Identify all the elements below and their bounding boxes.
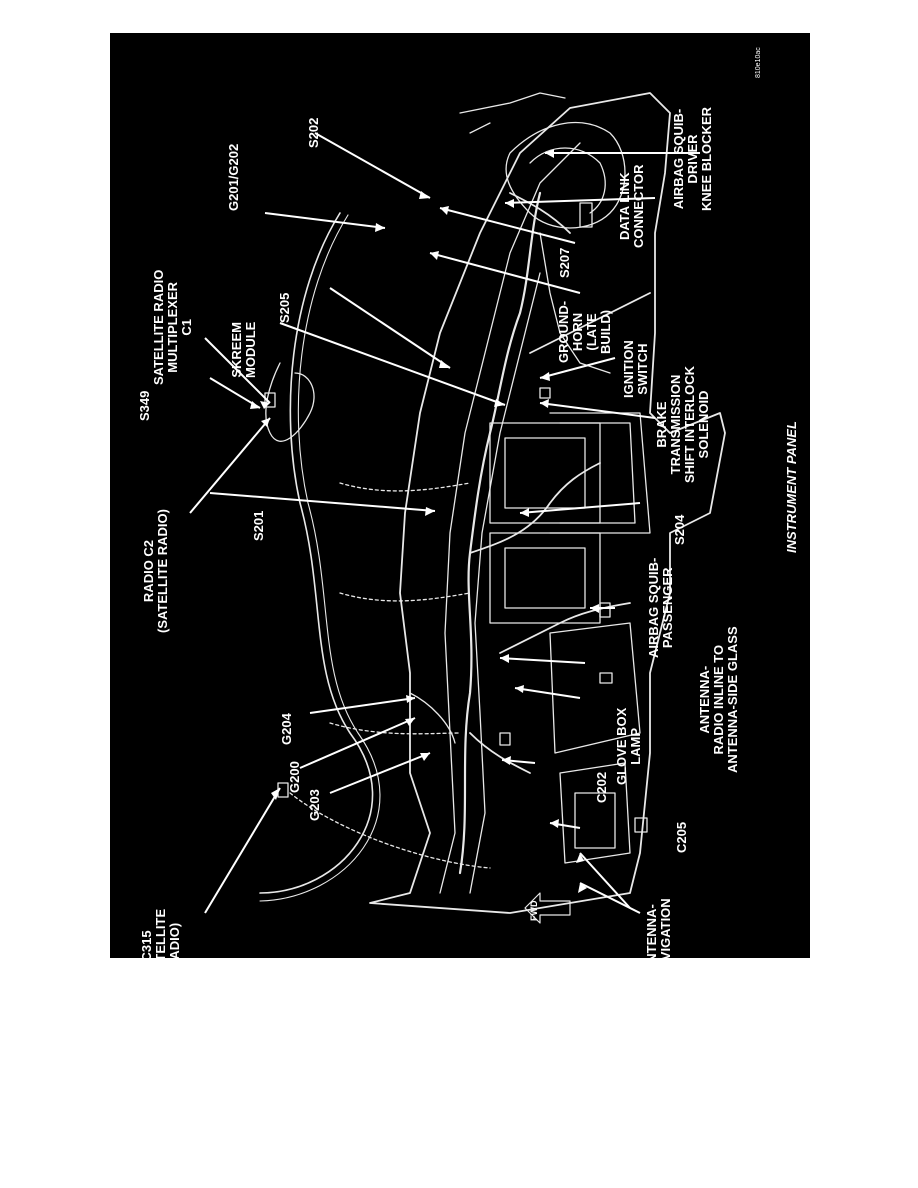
c205-label: C205 [674, 821, 689, 853]
g200-leader [299, 717, 416, 769]
c202-label: C202 [594, 771, 609, 803]
g204-leader [309, 697, 416, 714]
s201-label: S201 [251, 510, 266, 541]
s207-leader [439, 207, 576, 244]
g204-label: G204 [279, 713, 294, 745]
antenna-navigation-label: ANTENNA- NAVIGATION [644, 898, 673, 958]
s202-label: S202 [306, 117, 321, 148]
airbag-squib-passenger-label: AIRBAG SQUIB- PASSENGER [646, 557, 675, 658]
antenna-nav-leader-a [579, 852, 631, 909]
instrument-panel-drawing [189, 92, 726, 924]
ignition-switch-label: IGNITION SWITCH [621, 340, 650, 398]
s204-leader [519, 502, 641, 514]
g200-label: G200 [287, 761, 302, 793]
g201-g202-label: G201/G202 [226, 143, 241, 211]
fwd-arrow-label: FWD [529, 900, 539, 922]
sat-mux-leader [204, 337, 271, 404]
ignition-leader [539, 357, 616, 379]
g203-label: G203 [307, 789, 322, 821]
glove-box-lamp-label: GLOVE BOX LAMP [614, 707, 643, 785]
s205-label: S205 [277, 292, 292, 323]
s207-label: S207 [557, 247, 572, 278]
satellite-cable [259, 212, 374, 894]
s202-leader [314, 132, 431, 199]
diagram-panel: C315 (SATELLITE RADIO) ANTENNA- NAVIGATI… [110, 33, 810, 958]
skreem-leader [279, 322, 506, 406]
s349-label: S349 [137, 390, 152, 421]
c315-label: C315 (SATELLITE RADIO) [139, 908, 182, 958]
dlc-leader [504, 197, 656, 204]
airbag-squib-driver-label: AIRBAG SQUIB- DRIVER KNEE BLOCKER [671, 106, 714, 211]
brake-leader [539, 402, 656, 419]
antenna-nav-leader-b [579, 882, 641, 914]
data-link-connector-label: DATA LINK CONNECTOR [617, 164, 646, 248]
antenna-radio-leader [499, 657, 586, 664]
antenna-radio-label: ANTENNA- RADIO INLINE TO ANTENNA-SIDE GL… [697, 626, 740, 773]
ground-horn-label: GROUND- HORN (LATE BUILD) [556, 300, 613, 363]
radio-c2-label: RADIO C2 (SATELLITE RADIO) [141, 509, 170, 633]
c315-leader [204, 787, 281, 914]
s201-leader [209, 492, 436, 512]
g201-leader [264, 212, 386, 229]
ground-horn-leader [429, 252, 581, 294]
g203-leader [329, 752, 431, 794]
figure-caption: INSTRUMENT PANEL [784, 421, 799, 553]
satellite-radio-multiplexer-label: SATELLITE RADIO MULTIPLEXER C1 [151, 269, 194, 385]
radio-c2-leader [189, 417, 271, 514]
figure-id: 810e10ac [755, 47, 762, 78]
brake-interlock-label: BRAKE TRANSMISSION SHIFT INTERLOCK SOLEN… [654, 366, 711, 483]
glove-box-leader [514, 687, 581, 699]
s205-leader [329, 287, 451, 369]
s204-label: S204 [672, 514, 687, 545]
skreem-module-label: SKREEM MODULE [229, 321, 258, 378]
